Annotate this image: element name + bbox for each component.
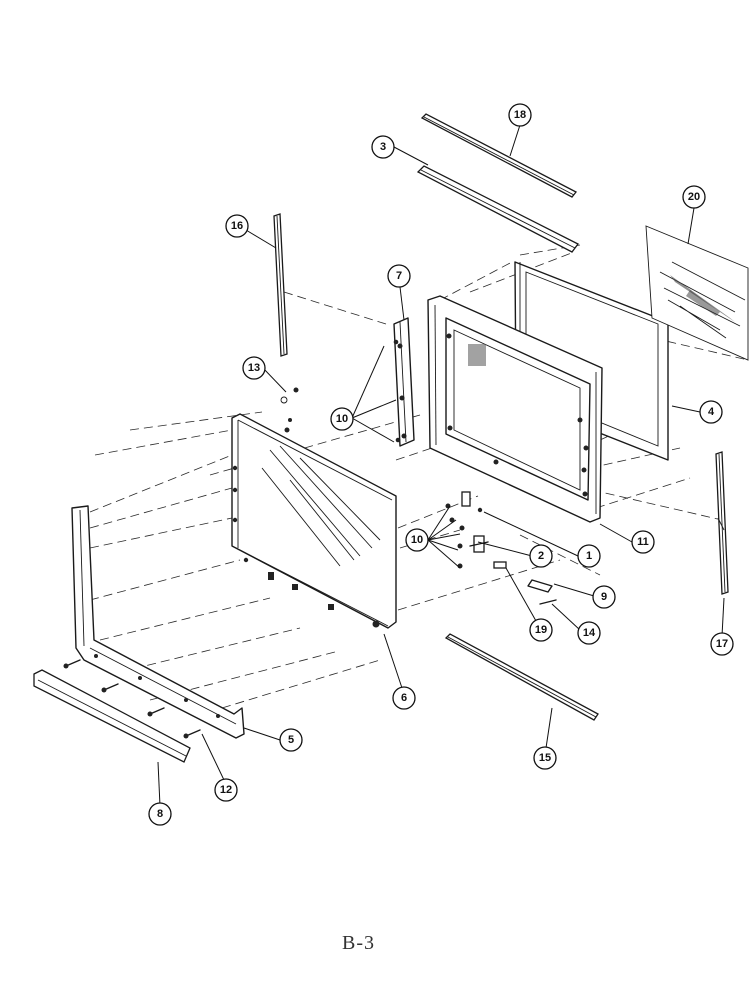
callout-number: 20 xyxy=(688,191,700,203)
callout-number: 8 xyxy=(157,808,163,820)
callout-number: 16 xyxy=(231,220,243,232)
part-inner-door-11 xyxy=(427,295,603,523)
page-label: B-3 xyxy=(342,932,375,954)
part-handle-5 xyxy=(71,505,245,739)
callout-number: 1 xyxy=(586,550,592,562)
part-side-trim-17 xyxy=(715,451,729,595)
callout-number: 7 xyxy=(396,270,402,282)
callout-leader-lines xyxy=(157,124,725,807)
callout-number: 4 xyxy=(708,406,715,418)
part-glass-panel-20 xyxy=(645,225,749,361)
callout-number: 18 xyxy=(514,109,526,121)
callout-4: 4 xyxy=(699,400,723,424)
callout-number: 19 xyxy=(535,624,547,636)
callout-14: 14 xyxy=(577,621,601,645)
callout-2: 2 xyxy=(529,544,553,568)
part-side-trim-16 xyxy=(273,213,288,357)
callout-8: 8 xyxy=(148,802,172,826)
callout-7: 7 xyxy=(387,264,411,288)
callout-17: 17 xyxy=(710,632,734,656)
callout-number: 3 xyxy=(380,141,386,153)
callout-10-upper: 10 xyxy=(330,407,354,431)
callout-12: 12 xyxy=(214,778,238,802)
callout-number: 10 xyxy=(336,413,348,425)
callout-number: 5 xyxy=(288,734,294,746)
callout-number: 11 xyxy=(637,536,649,548)
callout-5: 5 xyxy=(279,728,303,752)
callout-11: 11 xyxy=(631,530,655,554)
callout-number: 6 xyxy=(401,692,407,704)
part-top-trim-18 xyxy=(420,113,578,198)
callout-9: 9 xyxy=(592,585,616,609)
part-screws-13 xyxy=(280,387,299,433)
callout-number: 2 xyxy=(538,550,544,562)
callout-number: 13 xyxy=(248,362,260,374)
callout-number: 14 xyxy=(583,627,596,639)
callout-19: 19 xyxy=(529,618,553,642)
callout-number: 10 xyxy=(411,534,423,546)
callout-1: 1 xyxy=(577,544,601,568)
callout-number: 12 xyxy=(220,784,232,796)
part-bracket-7 xyxy=(393,317,415,447)
callout-3: 3 xyxy=(371,135,395,159)
callout-16: 16 xyxy=(225,214,249,238)
part-bottom-trim-15 xyxy=(444,633,599,721)
callout-15: 15 xyxy=(533,746,557,770)
part-top-strip-3 xyxy=(416,165,579,253)
part-hinge-hardware xyxy=(393,339,557,605)
part-outer-door-6 xyxy=(231,413,397,629)
part-kick-plate-8 xyxy=(33,669,191,763)
callout-number: 15 xyxy=(539,752,551,764)
callout-number: 9 xyxy=(601,591,607,603)
callout-6: 6 xyxy=(392,686,416,710)
callout-20: 20 xyxy=(682,185,706,209)
callout-18: 18 xyxy=(508,103,532,127)
part-screws-12 xyxy=(63,659,201,739)
callout-number: 17 xyxy=(716,638,728,650)
callout-13: 13 xyxy=(242,356,266,380)
callout-10-lower: 10 xyxy=(405,528,429,552)
